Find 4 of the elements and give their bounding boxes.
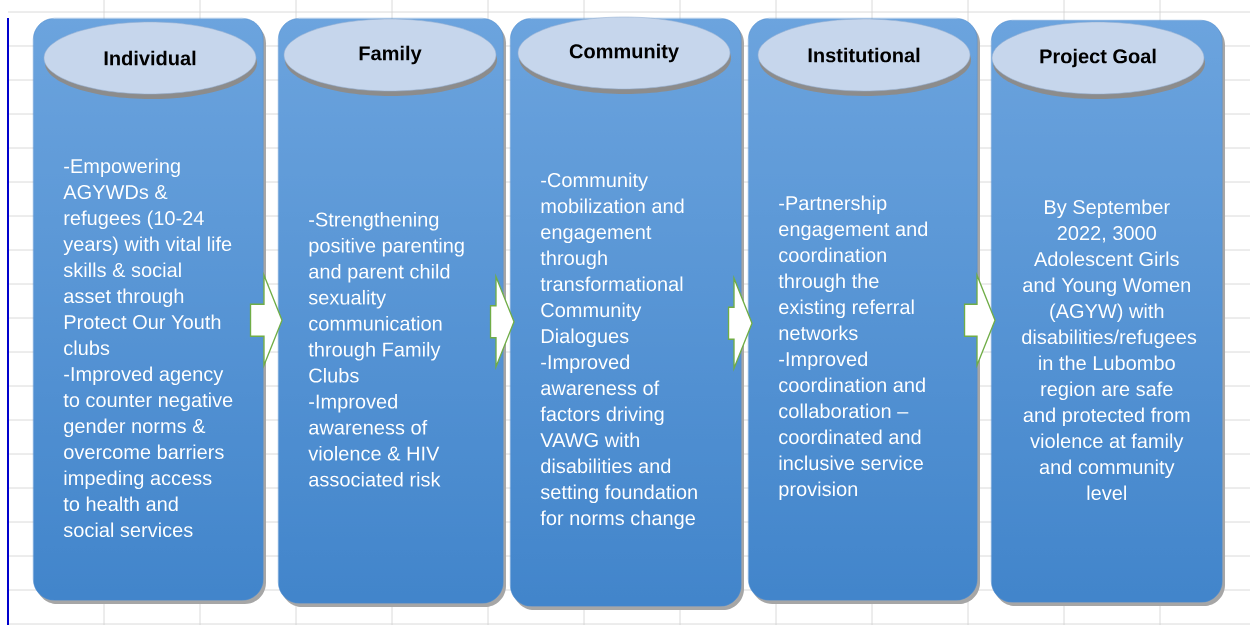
block-arrow bbox=[963, 271, 996, 369]
block-arrow bbox=[249, 271, 283, 369]
block-arrow bbox=[489, 273, 515, 371]
block-arrow bbox=[727, 274, 753, 372]
